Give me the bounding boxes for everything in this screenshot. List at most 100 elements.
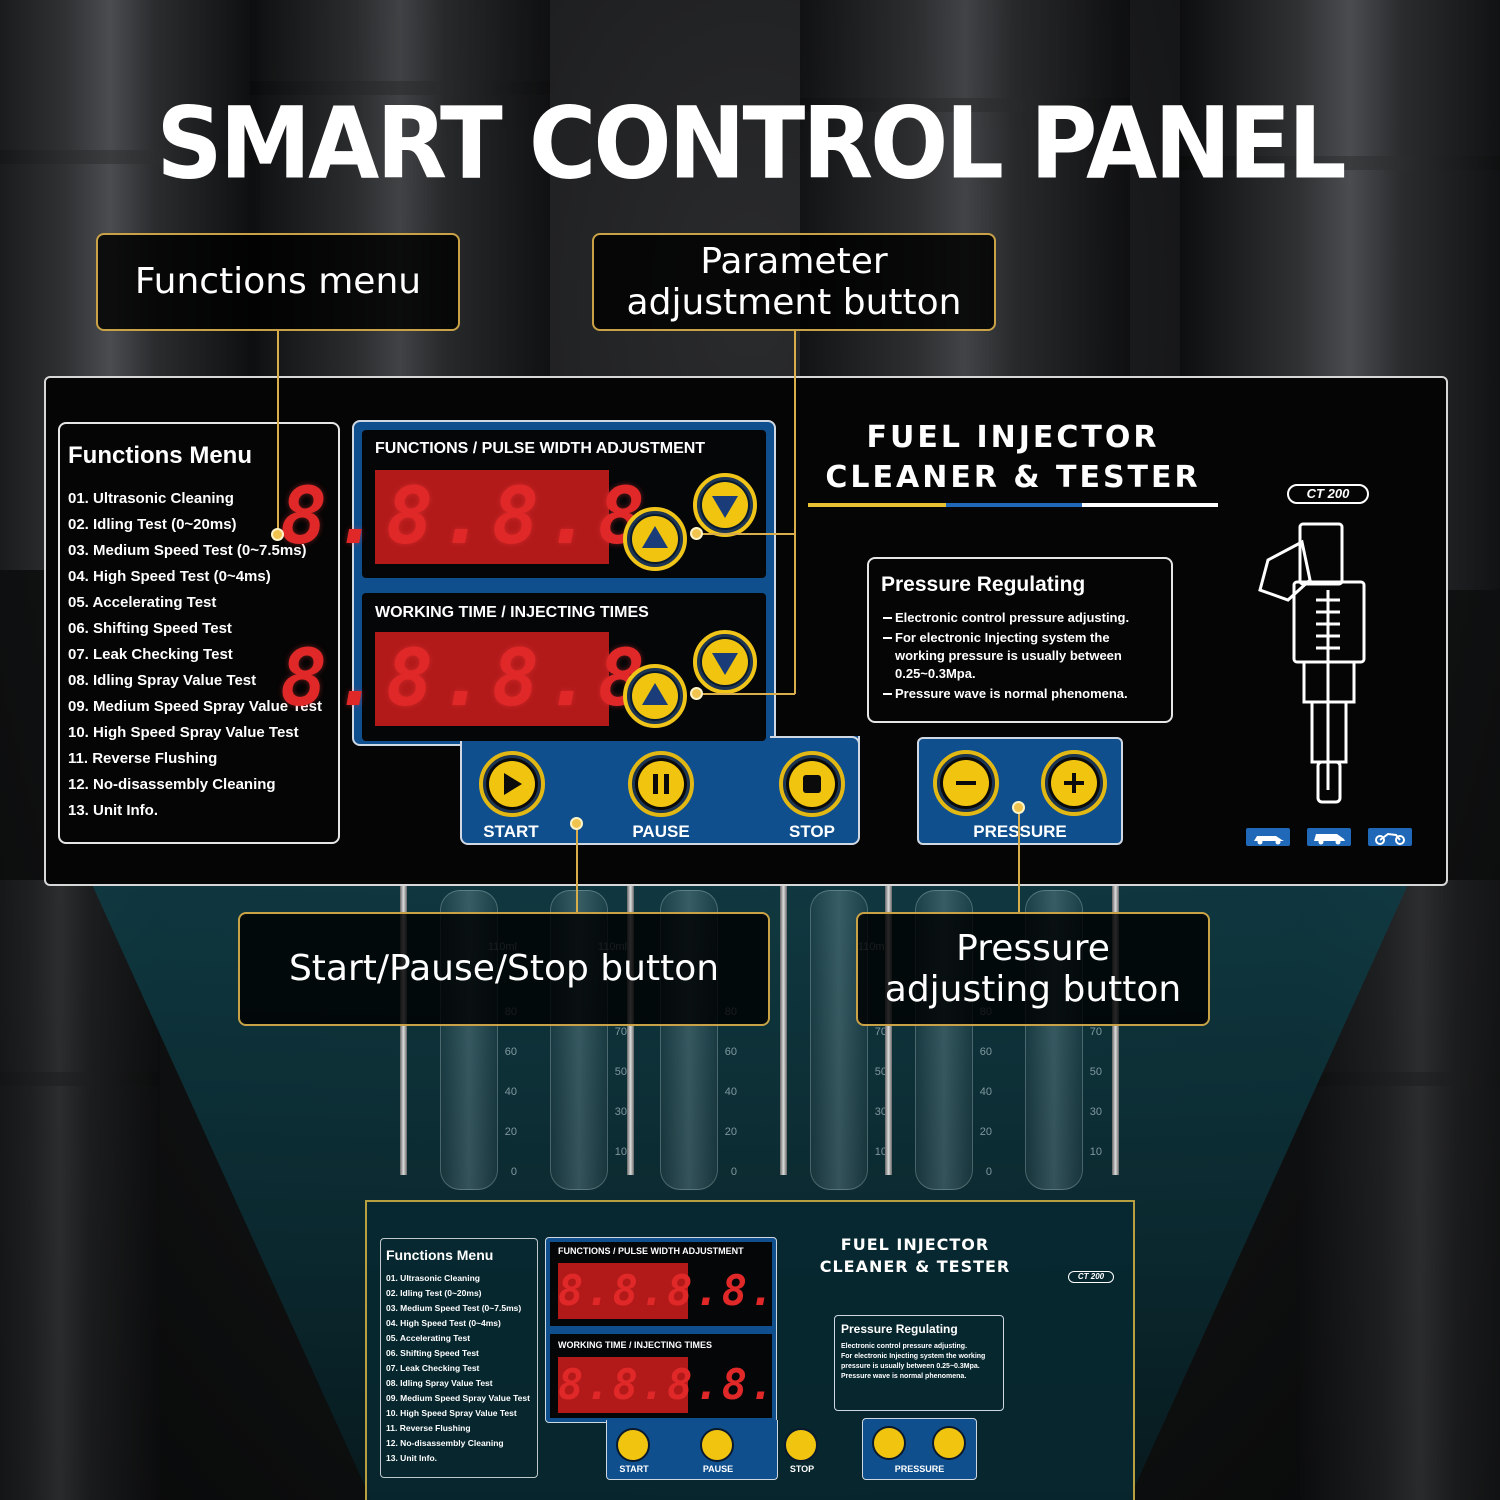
menu-item: 12. No-disassembly Cleaning bbox=[68, 776, 276, 793]
start-label: START bbox=[483, 822, 539, 841]
functions-menu-heading: Functions Menu bbox=[68, 442, 252, 469]
functions-menu: Functions Menu 01. Ultrasonic Cleaning 0… bbox=[58, 422, 340, 844]
preview-menu-item: 08. Idling Spray Value Test bbox=[386, 1378, 493, 1388]
page-title: SMART CONTROL PANEL bbox=[156, 85, 1346, 202]
preview-menu-item: 11. Reverse Flushing bbox=[386, 1423, 471, 1433]
preview-bottom-label: WORKING TIME / INJECTING TIMES bbox=[558, 1340, 713, 1350]
menu-item: 08. Idling Spray Value Test bbox=[68, 672, 257, 689]
preview-menu-item: 09. Medium Speed Spray Value Test bbox=[386, 1393, 530, 1403]
callout-functions-menu-text: Functions menu bbox=[134, 261, 422, 303]
play-icon bbox=[504, 773, 522, 795]
connector-dot bbox=[690, 527, 703, 540]
connector-line bbox=[794, 331, 796, 694]
pause-icon bbox=[653, 774, 669, 794]
preview-start-button bbox=[616, 1428, 650, 1462]
arrow-up-icon bbox=[642, 683, 668, 705]
preview-pause-button bbox=[700, 1428, 734, 1462]
preview-pressure-label: PRESSURE bbox=[894, 1464, 945, 1474]
preview-functions-heading: Functions Menu bbox=[386, 1247, 494, 1263]
callout-start-pause-stop-text: Start/Pause/Stop button bbox=[288, 948, 720, 990]
pulse-width-led-display: 8.8.8.8. bbox=[280, 470, 704, 564]
preview-pressure-heading: Pressure Regulating bbox=[841, 1322, 958, 1336]
brand-underline-white bbox=[1082, 503, 1218, 507]
preview-product-line1: FUEL INJECTOR bbox=[840, 1235, 990, 1254]
pause-label: PAUSE bbox=[632, 822, 690, 841]
preview-pressure-note: Electronic control pressure adjusting. bbox=[841, 1343, 968, 1350]
pressure-increase-button[interactable] bbox=[1041, 750, 1107, 816]
preview-menu-item: 02. Idling Test (0~20ms) bbox=[386, 1288, 482, 1298]
preview-menu-item: 10. High Speed Spray Value Test bbox=[386, 1408, 517, 1418]
stop-icon bbox=[803, 775, 821, 793]
preview-pressure-note: For electronic Injecting system the work… bbox=[841, 1353, 986, 1370]
callout-start-pause-stop: Start/Pause/Stop button bbox=[238, 912, 770, 1026]
arrow-down-icon bbox=[712, 653, 738, 675]
working-time-led-display: 8.8.8.8. bbox=[280, 632, 704, 726]
pressure-label: PRESSURE bbox=[973, 822, 1067, 841]
preview-pause-label: PAUSE bbox=[702, 1464, 734, 1474]
product-name: FUEL INJECTOR CLEANER & TESTER bbox=[806, 418, 1220, 498]
menu-item: 11. Reverse Flushing bbox=[68, 750, 218, 767]
connector-dot bbox=[271, 528, 284, 541]
working-time-up-button[interactable] bbox=[623, 664, 687, 728]
preview-menu-item: 01. Ultrasonic Cleaning bbox=[386, 1273, 480, 1283]
menu-item: 01. Ultrasonic Cleaning bbox=[68, 490, 234, 507]
arrow-up-icon bbox=[642, 526, 668, 548]
preview-stop-button bbox=[784, 1428, 818, 1462]
preview-top-label: FUNCTIONS / PULSE WIDTH ADJUSTMENT bbox=[558, 1246, 744, 1256]
pulse-width-down-button[interactable] bbox=[693, 473, 757, 537]
preview-menu-item: 13. Unit Info. bbox=[386, 1453, 437, 1463]
support-rod bbox=[627, 885, 634, 1175]
menu-item: 04. High Speed Test (0~4ms) bbox=[68, 568, 271, 585]
preview-start-label: START bbox=[619, 1464, 649, 1474]
pressure-note: Pressure wave is normal phenomena. bbox=[881, 685, 1159, 703]
pressure-decrease-button[interactable] bbox=[933, 750, 999, 816]
pause-button[interactable] bbox=[628, 751, 694, 817]
preview-minus-button bbox=[872, 1426, 906, 1460]
preview-bottom-led: 8.8.8.8. bbox=[558, 1357, 774, 1413]
model-badge: CT 200 bbox=[1287, 484, 1369, 504]
menu-item: 03. Medium Speed Test (0~7.5ms) bbox=[68, 542, 307, 559]
arrow-down-icon bbox=[712, 496, 738, 518]
callout-parameter-line1: Parameter bbox=[700, 240, 888, 282]
preview-menu-item: 12. No-disassembly Cleaning bbox=[386, 1438, 504, 1448]
callout-parameter-adjustment: Parameter adjustment button bbox=[592, 233, 996, 331]
connector-line bbox=[697, 693, 795, 695]
minus-icon bbox=[956, 781, 976, 785]
menu-item: 13. Unit Info. bbox=[68, 802, 158, 819]
start-button[interactable] bbox=[479, 751, 545, 817]
preview-top-led: 8.8.8.8. bbox=[558, 1263, 774, 1319]
preview-menu-item: 07. Leak Checking Test bbox=[386, 1363, 480, 1373]
preview-stop-label: STOP bbox=[789, 1464, 815, 1474]
callout-pressure-line1: Pressure bbox=[956, 927, 1110, 969]
preview-product-line2: CLEANER & TESTER bbox=[819, 1257, 1011, 1276]
support-rod bbox=[1112, 885, 1119, 1175]
menu-item: 07. Leak Checking Test bbox=[68, 646, 233, 663]
callout-pressure-line2: adjusting button bbox=[884, 969, 1182, 1010]
brand-underline-blue bbox=[946, 503, 1082, 507]
pressure-note: For electronic Injecting system the work… bbox=[881, 629, 1159, 683]
connector-line bbox=[1018, 808, 1020, 912]
preview-pressure-note: Pressure wave is normal phenomena. bbox=[841, 1373, 967, 1380]
support-rod bbox=[885, 885, 892, 1175]
plus-icon bbox=[1064, 773, 1084, 793]
menu-item: 02. Idling Test (0~20ms) bbox=[68, 516, 237, 533]
product-name-line2: CLEANER & TESTER bbox=[825, 460, 1201, 495]
working-time-down-button[interactable] bbox=[693, 630, 757, 694]
callout-parameter-line2: adjustment button bbox=[626, 282, 962, 323]
support-rod bbox=[400, 885, 407, 1175]
connector-line bbox=[697, 533, 795, 535]
connector-line bbox=[277, 331, 279, 530]
pressure-note: Electronic control pressure adjusting. bbox=[881, 609, 1159, 627]
support-rod bbox=[780, 885, 787, 1175]
preview-menu-item: 05. Accelerating Test bbox=[386, 1333, 471, 1343]
stop-button[interactable] bbox=[779, 751, 845, 817]
preview-functions-menu: Functions Menu 01. Ultrasonic Cleaning 0… bbox=[380, 1238, 538, 1478]
suv-icon bbox=[1307, 828, 1351, 846]
callout-pressure-adjusting: Pressure adjusting button bbox=[856, 912, 1210, 1026]
fuel-injector-icon bbox=[1258, 522, 1366, 804]
menu-item: 10. High Speed Spray Value Test bbox=[68, 724, 299, 741]
preview-product-name: FUEL INJECTOR CLEANER & TESTER bbox=[800, 1234, 1030, 1278]
pulse-width-up-button[interactable] bbox=[623, 507, 687, 571]
connector-line bbox=[576, 824, 578, 912]
preview-plus-button bbox=[932, 1426, 966, 1460]
